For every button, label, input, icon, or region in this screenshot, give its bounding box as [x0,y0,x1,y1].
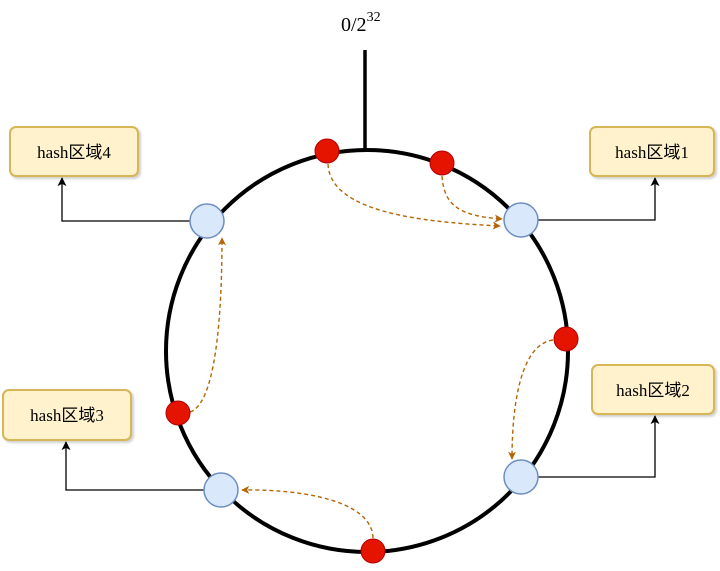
mapping-arrow-point-2-to-node-1 [441,175,503,223]
mapping-arrow-point-4-to-node-3 [241,485,374,539]
hash-region-box-3: hash区域3 [2,389,132,441]
ring-node-4 [189,203,225,239]
hash-region-box-2: hash区域2 [591,364,715,415]
hash-region-box-2-rect [591,364,715,415]
hash-space-label-exponent: 32 [367,10,381,25]
hash-region-box-4: hash区域4 [9,126,139,177]
ring-data-point-2 [429,150,455,176]
ring-node-2 [503,459,539,495]
ring-node-1 [503,202,539,238]
ring-data-point-4 [360,538,386,564]
ring-node-3 [203,472,239,508]
ring-data-point-5 [165,400,191,426]
mapping-arrow-point-1-to-node-1 [327,163,501,230]
connector-node-4-to-region-4 [57,177,190,222]
hash-region-box-1-rect [589,126,715,177]
hash-region-label-2: hash区域2 [616,381,690,400]
mapping-arrow-point-5-to-node-4 [189,237,226,413]
hash-region-label-4: hash区域4 [37,143,111,162]
mapping-arrow-point-3-to-node-2 [508,339,554,460]
connector-node-1-to-region-1 [538,177,660,221]
connector-node-3-to-region-3 [61,441,204,491]
hash-region-label-1: hash区域1 [615,143,689,162]
hash-region-box-1: hash区域1 [589,126,715,177]
ring-data-point-1 [314,138,340,164]
connector-node-2-to-region-2 [538,415,660,478]
hash-region-box-4-rect [9,126,139,177]
hash-region-label-3: hash区域3 [30,406,104,425]
hash-space-label: 0/232 [341,10,381,36]
hash-region-box-3-rect [2,389,132,441]
hash-space-label-base: 0/2 [341,14,367,36]
ring-data-point-3 [553,326,579,352]
